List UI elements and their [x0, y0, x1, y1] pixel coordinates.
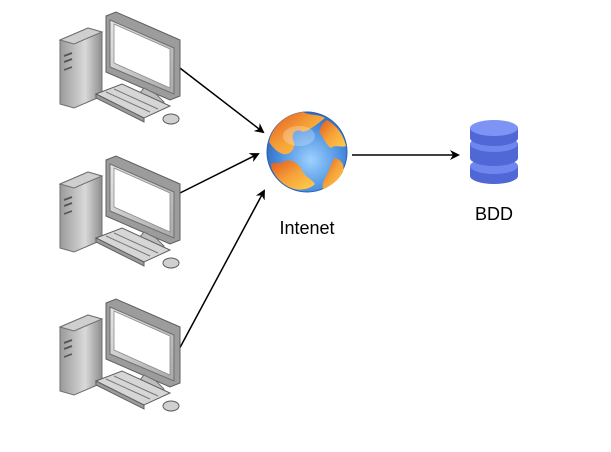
connections	[175, 64, 460, 356]
edge-computer-3-to-internet	[175, 189, 265, 356]
internet-label: Intenet	[279, 218, 334, 238]
database-icon	[470, 120, 518, 184]
globe-icon	[266, 111, 348, 193]
edge-computer-2-to-internet	[175, 153, 260, 196]
database-label: BDD	[475, 204, 513, 224]
edge-computer-1-to-internet	[175, 64, 265, 134]
computer-1-icon	[59, 11, 181, 125]
computer-2-icon	[59, 155, 181, 269]
computer-3-icon	[59, 298, 181, 412]
